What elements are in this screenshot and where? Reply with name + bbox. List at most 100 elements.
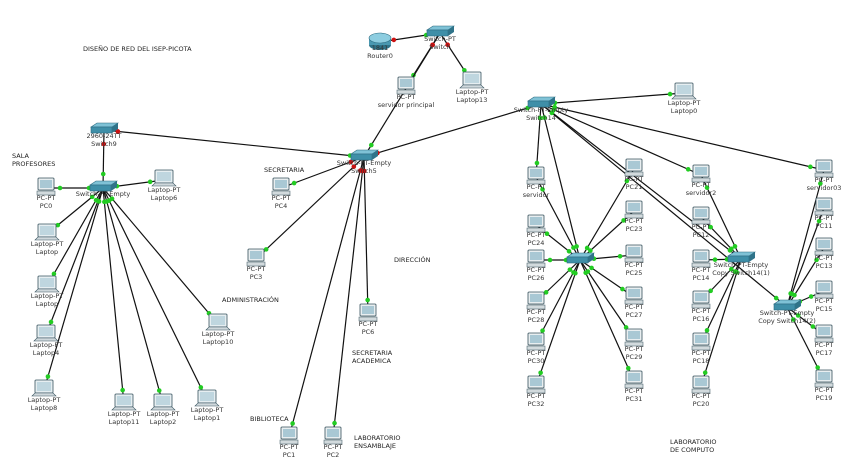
link-status-dot <box>808 294 814 299</box>
link-status-dot <box>791 317 796 322</box>
node-label: PC-PT <box>625 261 644 269</box>
link-status-dot <box>816 218 822 224</box>
link-switch14-servidor2 <box>540 103 702 176</box>
link-status-dot <box>712 257 718 262</box>
link-status-dot <box>583 270 589 276</box>
link-switch_sala-laptop10 <box>102 187 219 325</box>
node-label: Laptop-PT <box>147 410 180 418</box>
link-status-dot <box>57 185 63 191</box>
link-switch_sala-laptop2 <box>102 187 164 405</box>
node-label: Laptop-PT <box>31 240 64 248</box>
link-status-dot <box>369 142 374 148</box>
node-label: Laptop1 <box>194 414 221 422</box>
node-label: Laptop8 <box>31 404 58 412</box>
node-label: servidor2 <box>686 189 717 197</box>
link-status-dot <box>814 257 819 263</box>
link-status-dot <box>566 248 572 254</box>
node-label: PC-PT <box>625 303 644 311</box>
node-label: Laptop-PT <box>148 186 181 194</box>
link-status-dot <box>101 141 107 147</box>
node-label: Switch9 <box>91 140 117 148</box>
area-label-labens: LABORATORIO <box>354 434 401 442</box>
node-label: PC23 <box>626 225 643 233</box>
link-status-dot <box>621 218 626 223</box>
node-label: PC24 <box>528 239 545 247</box>
link-status-dot <box>708 224 713 230</box>
node-label: Laptop-PT <box>108 410 141 418</box>
link-status-dot <box>291 180 297 186</box>
area-label-direccion: DIRECCIÓN <box>394 255 431 264</box>
node-label: PC-PT <box>527 349 546 357</box>
link-status-dot <box>549 110 555 116</box>
node-label: Laptop-PT <box>668 99 701 107</box>
node-label: PC14 <box>693 274 710 282</box>
link-status-dot <box>540 187 545 192</box>
node-label: PC-PT <box>815 176 834 184</box>
link-status-dot <box>584 245 590 251</box>
link-switch_labA-pc27 <box>579 259 635 298</box>
link-status-dot <box>773 295 779 301</box>
node-label: PC20 <box>693 400 710 408</box>
link-status-dot <box>567 267 573 272</box>
node-label: Switch-PT <box>424 35 456 43</box>
node-label: PC-PT <box>359 320 378 328</box>
node-label: PC15 <box>816 305 833 313</box>
link-status-dot <box>708 288 713 294</box>
switch-node-switch_labA[interactable] <box>566 252 595 264</box>
link-status-dot <box>45 374 51 379</box>
node-label: PC-PT <box>692 349 711 357</box>
link-switch14-servidor03 <box>540 103 825 171</box>
node-label: Switch-PT-Empty <box>760 309 815 317</box>
switch-node-switch_sala[interactable]: Switch-PT-Empty <box>76 180 131 198</box>
